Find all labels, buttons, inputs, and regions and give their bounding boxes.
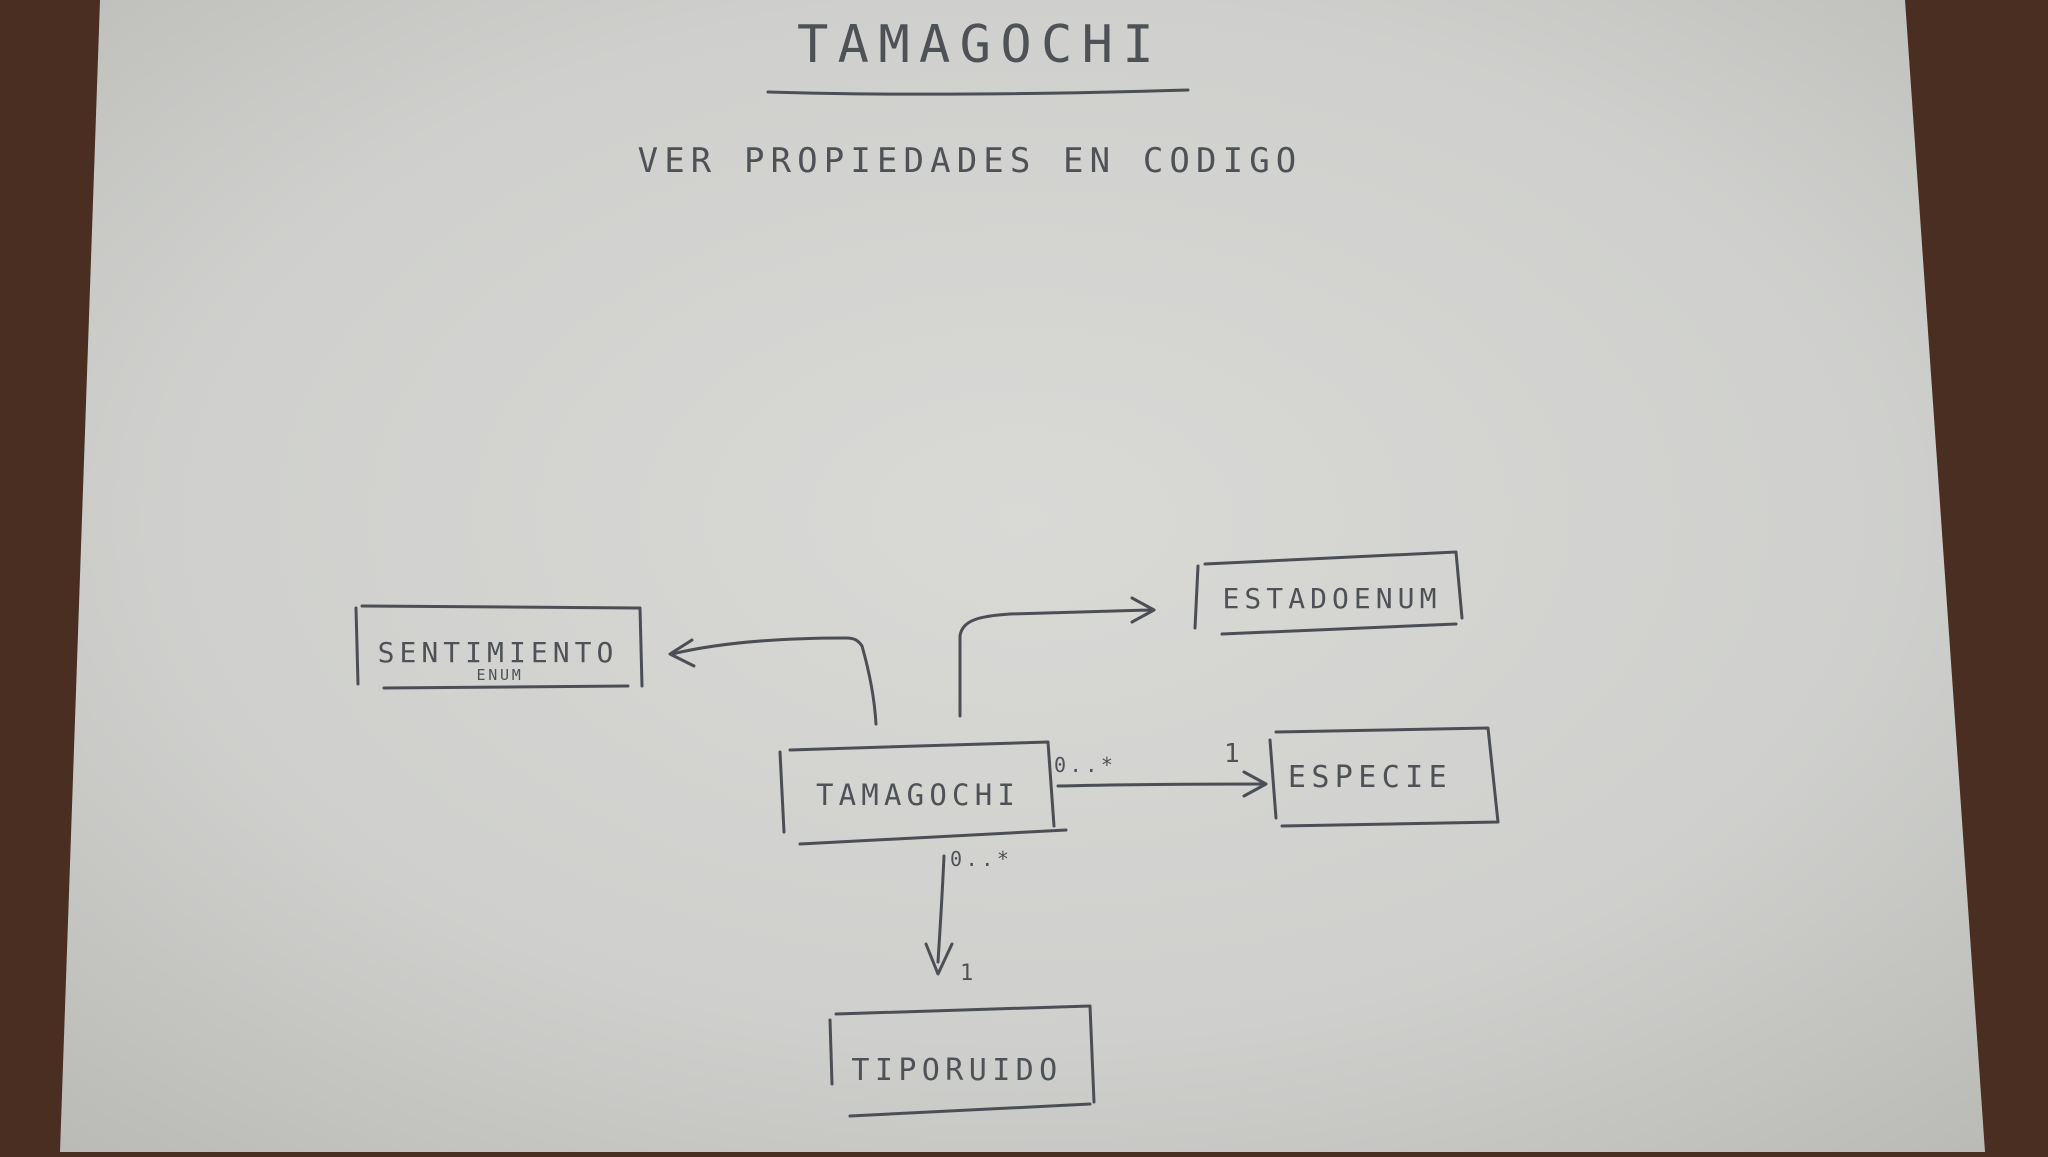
multiplicity-source-tiporuido: 0..* — [950, 847, 1013, 871]
box-sublabel-enum: ENUM — [477, 666, 524, 684]
arrow-to-tiporuido: 0..* 1 — [924, 847, 1013, 986]
arrow-to-sentimiento — [668, 636, 878, 726]
diagram-title: TAMAGOCHI — [797, 15, 1163, 75]
title-underline — [766, 88, 1190, 96]
multiplicity-target-especie: 1 — [1224, 739, 1244, 769]
box-label-sentimiento: SENTIMIENTO — [378, 636, 619, 669]
box-label-tamagochi: TAMAGOCHI — [816, 778, 1020, 812]
box-sentimiento-enum: SENTIMIENTO ENUM — [354, 604, 644, 690]
box-tiporuido: TIPORUIDO — [828, 1004, 1096, 1118]
diagram-subtitle: VER PROPIEDADES EN CODIGO — [638, 141, 1303, 181]
box-tamagochi: TAMAGOCHI — [778, 740, 1068, 846]
arrow-to-estadoenum — [958, 596, 1156, 718]
box-label-estadoenum: ESTADOENUM — [1223, 582, 1442, 615]
box-label-especie: ESPECIE — [1288, 760, 1452, 795]
multiplicity-target-tiporuido: 1 — [960, 961, 977, 986]
box-estadoenum: ESTADOENUM — [1193, 550, 1464, 636]
box-especie: ESPECIE — [1268, 726, 1500, 828]
paper-sheet — [60, 0, 1985, 1152]
box-label-tiporuido: TIPORUIDO — [851, 1053, 1062, 1088]
multiplicity-source-especie: 0..* — [1054, 753, 1117, 777]
arrow-to-especie: 0..* 1 — [1054, 739, 1268, 798]
